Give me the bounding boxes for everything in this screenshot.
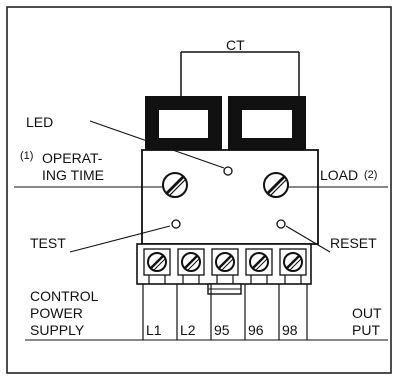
terminal-label-l2: L2 <box>180 322 196 338</box>
load-dial[interactable] <box>263 172 289 198</box>
outer-frame <box>6 6 392 374</box>
terminal-label-96: 96 <box>248 322 264 338</box>
test-leader <box>69 225 171 253</box>
terminal-l2[interactable] <box>177 248 205 284</box>
operating-time-label-line2: ING TIME <box>42 167 104 183</box>
led-label: LED <box>26 114 53 130</box>
led-indicator <box>223 166 233 176</box>
terminal-label-95: 95 <box>214 322 230 338</box>
control-power-supply-line2: POWER <box>30 305 83 321</box>
terminal-96[interactable] <box>245 248 273 284</box>
led-leader <box>89 120 225 169</box>
ct-coil-right <box>228 96 306 150</box>
terminal-label-98: 98 <box>282 322 298 338</box>
reset-button[interactable] <box>276 219 286 229</box>
reset-label: RESET <box>330 235 377 251</box>
output-label-line2: PUT <box>352 322 380 338</box>
ct-label: CT <box>226 37 245 53</box>
terminal-label-l1: L1 <box>146 322 162 338</box>
control-power-supply-line1: CONTROL <box>30 288 99 304</box>
ct-bracket <box>180 51 300 96</box>
test-label: TEST <box>30 235 66 251</box>
terminal-95[interactable] <box>211 248 239 284</box>
operating-time-label-line1: OPERAT- <box>42 150 103 166</box>
ct-coil-left <box>145 96 222 150</box>
load-marker: (2) <box>364 169 377 181</box>
control-power-supply-line3: SUPPLY <box>30 322 85 338</box>
output-label-line1: OUT <box>352 305 382 321</box>
reset-leader <box>285 225 331 253</box>
load-label: LOAD <box>320 167 358 183</box>
test-button[interactable] <box>171 219 181 229</box>
operating-time-dial[interactable] <box>162 172 188 198</box>
operating-time-marker: (1) <box>20 150 33 162</box>
terminal-98[interactable] <box>279 248 307 284</box>
terminals: L1 L2 95 96 98 <box>142 248 308 340</box>
terminal-l1[interactable] <box>143 248 171 284</box>
